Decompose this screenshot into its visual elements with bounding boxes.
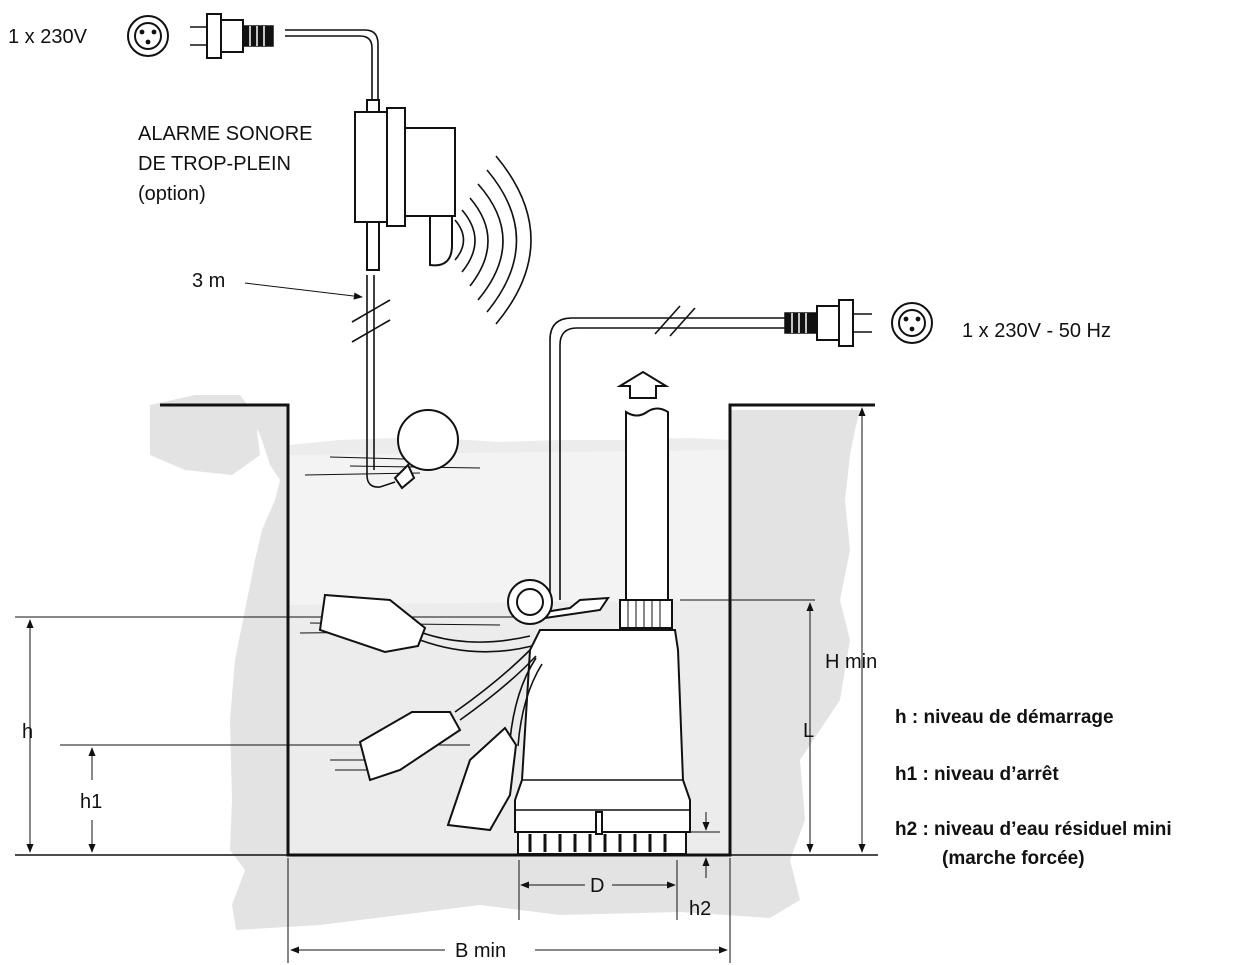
alarm-cable (285, 29, 396, 488)
dim-h-label: h (22, 721, 33, 743)
alarm-title-line2: DE TROP-PLEIN (138, 153, 291, 175)
legend-h1: h1 : niveau d’arrêt (895, 764, 1059, 785)
submersible-pump (507, 579, 691, 855)
dim-h2-label: h2 (689, 898, 711, 920)
float-switches (318, 409, 543, 832)
sound-wave-1 (454, 219, 465, 261)
dim-D-label: D (590, 875, 604, 897)
float-lower (446, 726, 518, 832)
cable-length-label: 3 m (192, 270, 225, 292)
float-middle (358, 711, 462, 782)
flow-up-arrow (616, 370, 670, 399)
discharge-pipe (616, 370, 673, 629)
float-upper (318, 593, 427, 654)
alarm-option-label: (option) (138, 183, 206, 205)
dim-L-label: L (803, 720, 814, 742)
ground-shading (150, 395, 860, 930)
alarm-unit (354, 99, 532, 325)
dim-h1-label: h1 (80, 791, 102, 813)
top-power-label: 1 x 230V (8, 26, 88, 48)
legend-h2: h2 : niveau d’eau résiduel mini (895, 819, 1172, 840)
right-power-label: 1 x 230V - 50 Hz (962, 320, 1111, 342)
dimension-arrows (26, 282, 866, 963)
dim-Bmin-label: B min (455, 940, 506, 962)
legend-h: h : niveau de démarrage (895, 707, 1114, 728)
pump-power-cable (549, 305, 785, 600)
right-power-plug (784, 299, 933, 347)
alarm-float (397, 409, 459, 471)
alarm-title-line1: ALARME SONORE (138, 123, 312, 145)
pit-walls (15, 403, 878, 857)
dim-Hmin-label: H min (825, 651, 877, 673)
top-power-plug (127, 13, 274, 59)
legend-h2-note: (marche forcée) (942, 848, 1085, 869)
